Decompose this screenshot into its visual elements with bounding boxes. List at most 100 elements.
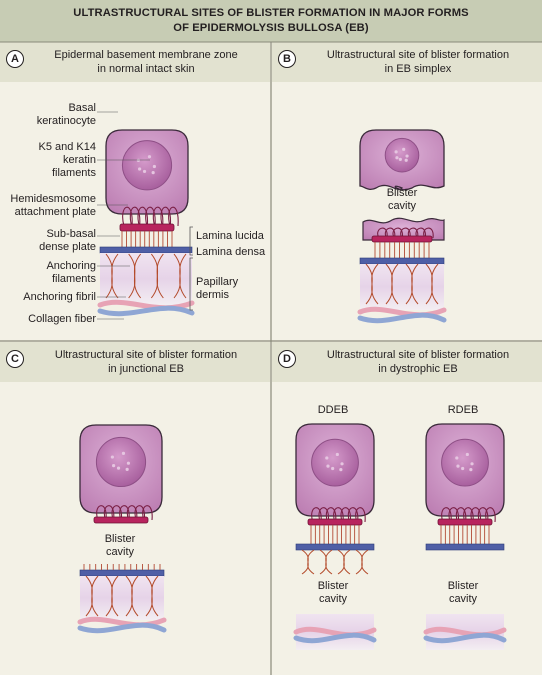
b-lamina-densa bbox=[359, 257, 445, 265]
label-papillary-2: dermis bbox=[196, 289, 230, 301]
a-keratin-loop-3 bbox=[145, 206, 156, 227]
panel-c-header: C Ultrastructural site of blister format… bbox=[0, 342, 270, 382]
panel-b-caption-2: in EB simplex bbox=[384, 63, 452, 75]
d-rdeb-cell-nucleolus-2 bbox=[470, 462, 474, 466]
d-rdeb-keratin-loop-6 bbox=[485, 507, 496, 523]
panel-b-letter: B bbox=[278, 50, 296, 68]
d-ddeb-cell-nucleolus-2 bbox=[340, 462, 344, 466]
a-keratin-loop-5 bbox=[160, 206, 171, 227]
a-anchoring-fibrils-b2 bbox=[150, 253, 164, 299]
panel-d-header: D Ultrastructural site of blister format… bbox=[272, 342, 542, 382]
d-rdeb-cell-nucleolus-1 bbox=[465, 452, 469, 457]
b-anchoring-fibrils-b0 bbox=[365, 263, 379, 305]
d-rdeb-hemidesmosome-plate bbox=[437, 518, 493, 526]
c-anchoring-fibrils-b0 bbox=[85, 575, 99, 617]
c-blister-2: cavity bbox=[105, 546, 135, 558]
panel-b-caption-1: Ultrastructural site of blister formatio… bbox=[326, 49, 510, 61]
panel-c-letter: C bbox=[6, 350, 24, 368]
a-anchoring-fibrils bbox=[105, 253, 187, 299]
d-ddeb-keratin-loop-2 bbox=[325, 507, 337, 523]
d-ddeb-collagen bbox=[293, 626, 377, 644]
c-anchoring-stubs bbox=[83, 564, 161, 570]
d-ddeb-fibril-stubs-b3 bbox=[355, 549, 369, 575]
d-rdeb-cell-nucleolus-4 bbox=[469, 468, 473, 472]
label-subbasal-2: dense plate bbox=[39, 241, 96, 253]
d-rdeb-keratin-loop-2 bbox=[455, 507, 467, 523]
b-blister-2: cavity bbox=[387, 200, 417, 212]
d-ddeb-anchoring-filaments bbox=[310, 525, 360, 544]
d-rdeb-cell-nucleolus-5 bbox=[456, 464, 460, 468]
panel-a-caption-1: Epidermal basement membrane zone bbox=[54, 49, 238, 61]
d-ddeb-cell-nucleolus-5 bbox=[326, 464, 330, 468]
a-anchoring-fibrils-b1 bbox=[128, 253, 142, 299]
a-lamina-densa bbox=[99, 246, 193, 254]
title-line-1: ULTRASTRUCTURAL SITES OF BLISTER FORMATI… bbox=[73, 7, 469, 19]
d-ddeb-keratin-loop-5 bbox=[347, 507, 359, 523]
d-ddeb-keratin-loop-1 bbox=[318, 507, 329, 523]
d-ddeb-keratin-loop-4 bbox=[340, 507, 351, 523]
b-cell-upper-nucleolus-2 bbox=[405, 154, 409, 158]
a-keratin-loop-0 bbox=[122, 206, 133, 227]
title-band: ULTRASTRUCTURAL SITES OF BLISTER FORMATI… bbox=[0, 0, 542, 42]
a-cell-nucleolus-1 bbox=[147, 155, 152, 159]
a-cell-nucleolus-0 bbox=[136, 158, 140, 162]
title-line-2: OF EPIDERMOLYSIS BULLOSA (EB) bbox=[173, 22, 369, 34]
d-rdeb-keratin-loop-0 bbox=[441, 507, 452, 523]
a-collagen bbox=[97, 299, 195, 317]
d-ddeb-label: DDEB bbox=[317, 404, 349, 416]
c-collagen bbox=[77, 616, 167, 634]
label-k5-3: filaments bbox=[51, 167, 96, 179]
b-cell-upper-nucleolus-5 bbox=[395, 156, 399, 160]
c-keratin-loop-3 bbox=[119, 505, 130, 521]
a-keratin-loop-6 bbox=[168, 206, 179, 227]
d-rdeb-collagen bbox=[423, 626, 507, 644]
d-rdeb-cell-nucleus bbox=[441, 438, 489, 487]
d-rdeb-keratin-loop-5 bbox=[477, 507, 489, 523]
label-collagen: Collagen fiber bbox=[28, 313, 96, 325]
b-cell-upper bbox=[359, 129, 445, 191]
c-anchoring-fibrils-b1 bbox=[105, 575, 119, 617]
c-cell-nucleolus-1 bbox=[121, 451, 126, 455]
d-ddeb-keratin-loop-3 bbox=[333, 507, 344, 523]
panel-a-caption-2: in normal intact skin bbox=[97, 63, 195, 75]
c-cell-nucleus bbox=[95, 436, 147, 488]
b-cell-upper-nucleolus-0 bbox=[394, 150, 398, 154]
b-cell-upper-nucleolus-1 bbox=[402, 147, 406, 151]
b-collagen-blue bbox=[357, 312, 447, 324]
panel-c-caption-1: Ultrastructural site of blister formatio… bbox=[54, 349, 238, 361]
label-k5-2: keratin bbox=[62, 154, 96, 166]
c-collagen-blue bbox=[77, 622, 167, 634]
b-dermis bbox=[360, 264, 444, 310]
d-ddeb-blister-2: cavity bbox=[318, 593, 348, 605]
panel-b: B Ultrastructural site of blister format… bbox=[272, 42, 542, 340]
c-keratin-loop-4 bbox=[126, 505, 138, 521]
d-ddeb-collagen-pink bbox=[293, 626, 377, 638]
label-anch-2: filaments bbox=[51, 273, 96, 285]
a-keratin-loop-4 bbox=[152, 206, 164, 227]
d-ddeb-collagen-blue bbox=[293, 632, 377, 644]
a-collagen-blue bbox=[97, 305, 195, 317]
d-rdeb-keratin-loop-4 bbox=[470, 507, 481, 523]
panel-a-letter: A bbox=[6, 50, 24, 68]
b-anchoring-fibrils-b3 bbox=[425, 263, 439, 305]
d-ddeb-blister-1: Blister bbox=[317, 580, 349, 592]
label-lamina-lucida: Lamina lucida bbox=[196, 230, 264, 242]
b-anchoring-fibrils bbox=[365, 263, 439, 305]
c-cell-nucleolus-2 bbox=[126, 461, 130, 465]
d-ddeb-cell bbox=[295, 423, 375, 517]
a-cell-nucleolus-5 bbox=[138, 167, 142, 171]
d-ddeb-cell-nucleolus-4 bbox=[339, 468, 343, 472]
a-dermis bbox=[100, 253, 192, 305]
label-hemi-2: attachment plate bbox=[14, 206, 96, 218]
d-rdeb-label: RDEB bbox=[447, 404, 479, 416]
a-cell-nucleolus-4 bbox=[151, 171, 155, 175]
c-keratin-loop-0 bbox=[96, 505, 107, 521]
d-ddeb-hemidesmosome-plate bbox=[307, 518, 363, 526]
d-ddeb-keratin-loop-6 bbox=[355, 507, 366, 523]
d-ddeb-fibril-stubs bbox=[301, 549, 369, 575]
b-anchoring-fibrils-b1 bbox=[385, 263, 399, 305]
d-rdeb-cell bbox=[425, 423, 505, 517]
b-anchoring-fibrils-b2 bbox=[405, 263, 419, 305]
d-rdeb-keratin-loop-3 bbox=[463, 507, 474, 523]
